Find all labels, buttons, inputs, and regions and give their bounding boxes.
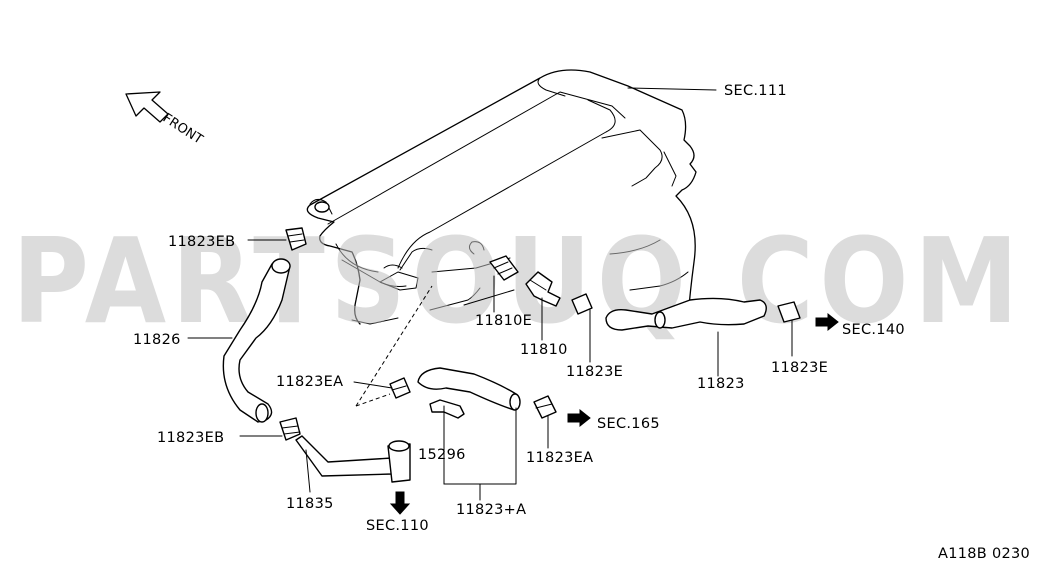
leader-lines xyxy=(187,87,793,501)
dashed-guide-left xyxy=(355,285,433,407)
watermark-text: PARTSOUQ.COM xyxy=(12,212,1024,350)
pcv-valve-11810 xyxy=(525,271,561,307)
front-arrow-icon xyxy=(125,91,169,123)
clamp-11823eb-bottom xyxy=(279,417,301,441)
hose-11835 xyxy=(295,435,411,483)
hose-11823a xyxy=(417,367,521,411)
hose-11826 xyxy=(222,258,291,423)
label-11823ea-mid: 11823EA xyxy=(276,374,343,390)
arrow-sec-110-icon xyxy=(389,491,411,515)
arrow-sec-140-icon xyxy=(815,312,839,332)
clamp-11823eb-top xyxy=(285,227,307,251)
label-sec-140: SEC.140 xyxy=(842,322,905,338)
clamp-11823ea-right xyxy=(533,395,557,419)
dashed-guide-bottom xyxy=(355,393,391,407)
clamp-11823e-1 xyxy=(571,293,593,315)
label-11810: 11810 xyxy=(520,342,568,358)
label-11823e-1: 11823E xyxy=(566,364,623,380)
label-sec-111: SEC.111 xyxy=(724,83,787,99)
clamp-11823ea-mid xyxy=(389,377,411,399)
label-sec-165: SEC.165 xyxy=(597,416,660,432)
label-11823eb-bottom: 11823EB xyxy=(157,430,224,446)
figure-code: A118B 0230 xyxy=(938,546,1030,562)
label-15296: 15296 xyxy=(418,447,466,463)
front-label: FRONT xyxy=(160,111,205,148)
label-11823e-2: 11823E xyxy=(771,360,828,376)
label-11823eb-top: 11823EB xyxy=(168,234,235,250)
hose-11823 xyxy=(605,297,767,331)
label-11810e: 11810E xyxy=(475,313,532,329)
clamp-11823e-2 xyxy=(777,301,801,323)
grommet-11810e xyxy=(489,255,519,281)
label-11826: 11826 xyxy=(133,332,181,348)
label-11823-a: 11823+A xyxy=(456,502,526,518)
label-11823: 11823 xyxy=(697,376,745,392)
label-11835: 11835 xyxy=(286,496,334,512)
label-sec-110: SEC.110 xyxy=(366,518,429,534)
engine-outline xyxy=(306,69,697,325)
label-11823ea-right: 11823EA xyxy=(526,450,593,466)
arrow-sec-165-icon xyxy=(567,408,591,428)
hose-15296 xyxy=(429,399,465,419)
